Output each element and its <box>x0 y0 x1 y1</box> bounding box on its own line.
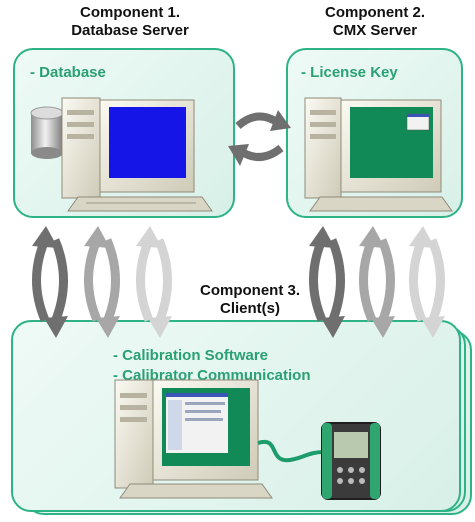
calibrator-device-icon <box>321 422 381 500</box>
database-cylinder-icon <box>30 106 64 159</box>
component-2-heading: Component 2. CMX Server <box>325 4 425 39</box>
component-3-heading: Component 3. Client(s) <box>200 282 300 317</box>
desktop-computer-icon <box>61 97 213 212</box>
loop-arrow-icon <box>84 226 120 338</box>
loop-arrow-icon <box>409 226 445 338</box>
loop-arrow-icon <box>136 226 172 338</box>
license-key-label: - License Key <box>301 64 398 81</box>
client-server-loop-arrows <box>32 226 445 338</box>
loop-arrow-icon <box>359 226 395 338</box>
cable-icon <box>257 439 325 463</box>
sync-arrows-icon <box>228 110 291 166</box>
loop-arrow-icon <box>309 226 345 338</box>
desktop-computer-icon <box>114 379 273 499</box>
component-1-heading: Component 1. Database Server <box>71 4 189 39</box>
database-label: - Database <box>30 64 106 81</box>
loop-arrow-icon <box>32 226 68 338</box>
desktop-computer-icon <box>304 97 453 212</box>
